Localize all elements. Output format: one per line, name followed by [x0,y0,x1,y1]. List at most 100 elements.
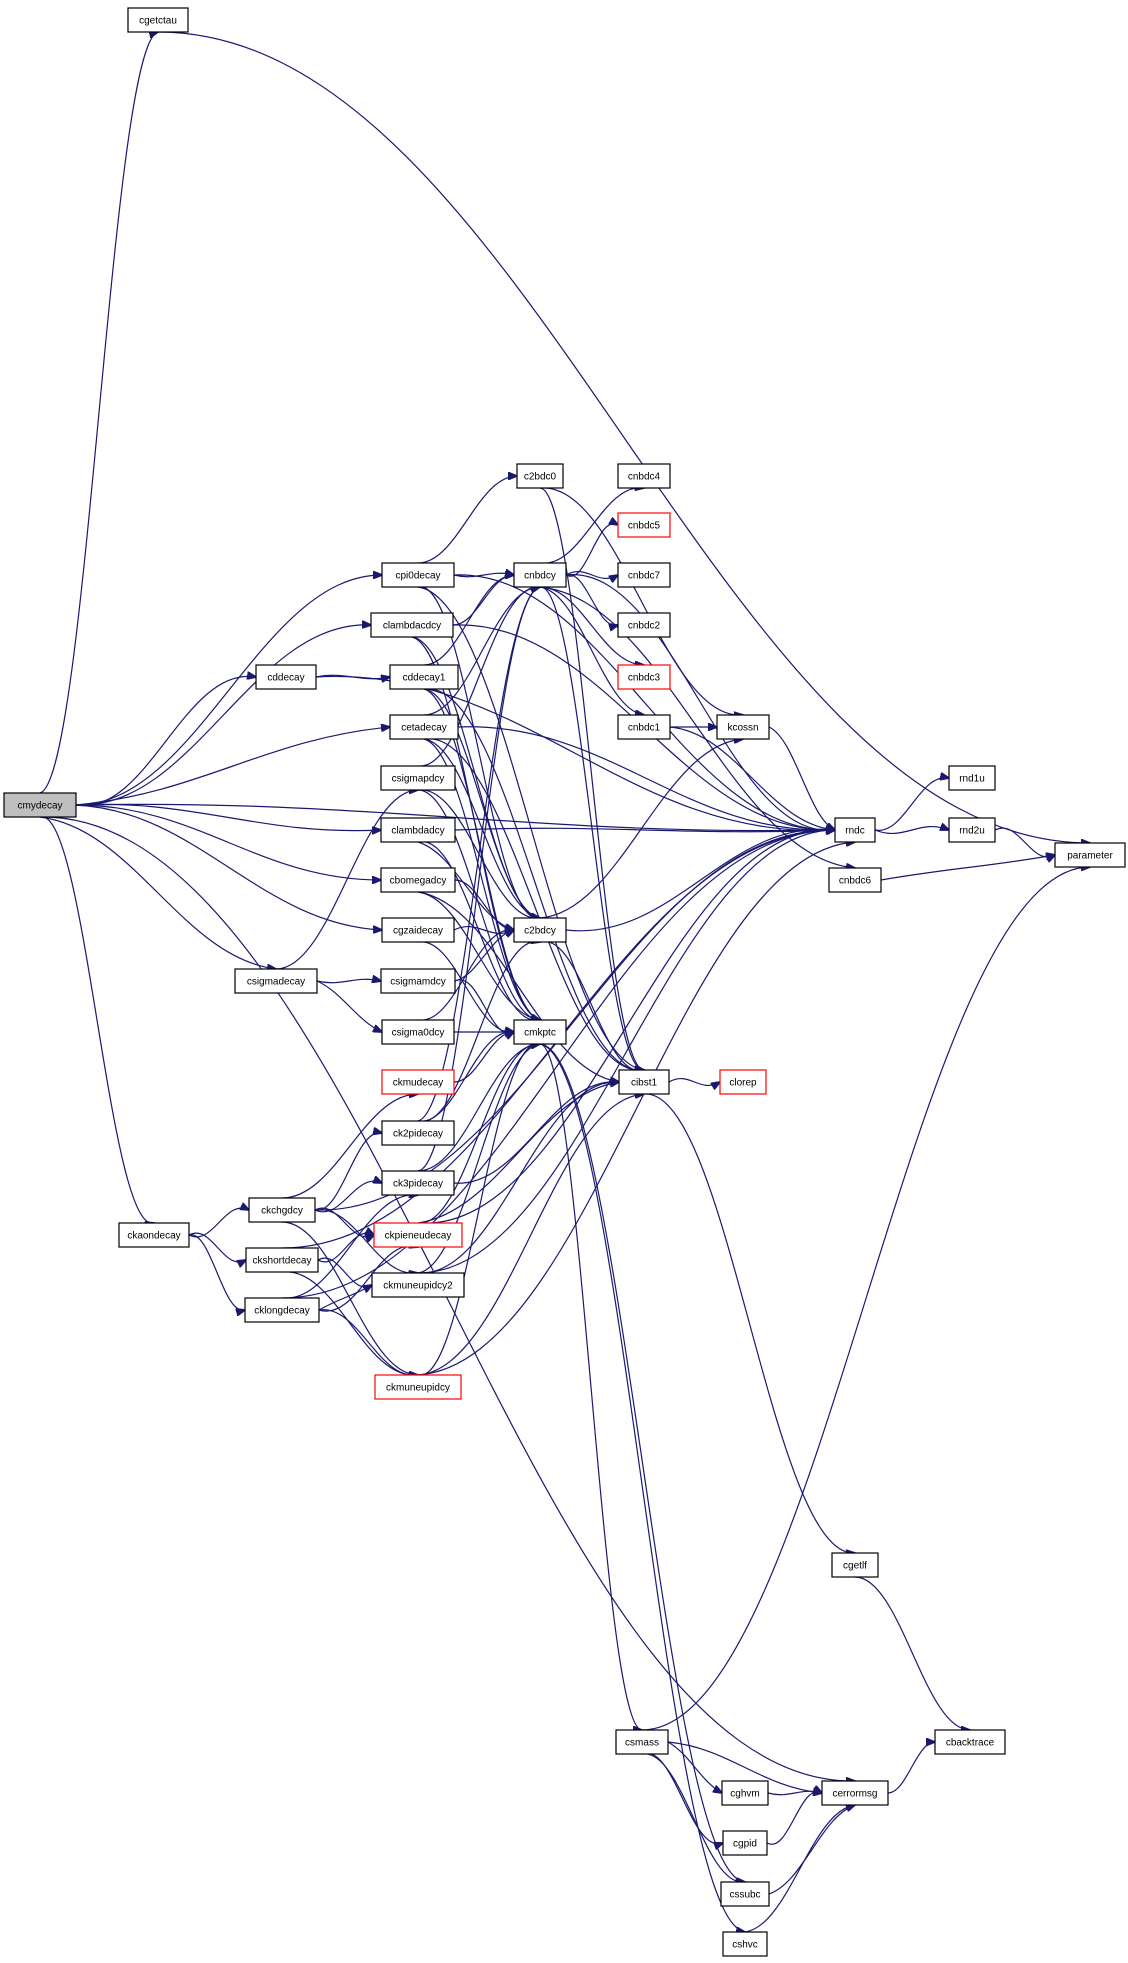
node-box-cmkptc[interactable] [513,1019,567,1045]
node-box-cnbdc3[interactable] [617,664,671,690]
node-box-cghvm[interactable] [721,1780,769,1806]
node-cibst1[interactable]: cibst1 [618,1069,670,1095]
node-ckmudecay[interactable]: ckmudecay [381,1069,455,1095]
node-box-md1u[interactable] [948,765,996,791]
node-box-cnbdc6[interactable] [828,867,882,893]
node-cnbdcy[interactable]: cnbdcy [513,562,567,588]
node-box-clambdadcy[interactable] [380,817,456,843]
node-cmydecay[interactable]: cmydecay [3,792,77,818]
node-ckmuneupidcy2[interactable]: ckmuneupidcy2 [371,1272,465,1298]
node-box-c2bdcy[interactable] [513,917,567,943]
node-cnbdc2[interactable]: cnbdc2 [617,612,671,638]
node-ckchgdcy[interactable]: ckchgdcy [248,1197,316,1223]
node-mdc[interactable]: rndc [834,817,876,843]
node-box-cddecay[interactable] [255,664,317,690]
node-c2bdcy[interactable]: c2bdcy [513,917,567,943]
node-box-cbomegadcy[interactable] [380,867,456,893]
node-box-c2bdc0[interactable] [516,463,564,489]
node-box-cddecay1[interactable] [389,664,459,690]
node-box-parameter[interactable] [1054,842,1126,868]
node-cgetctau[interactable]: cgetctau [127,7,189,33]
node-box-cnbdcy[interactable] [513,562,567,588]
node-box-ckmuneupidcy2[interactable] [371,1272,465,1298]
node-ckshortdecay[interactable]: ckshortdecay [245,1247,319,1273]
node-box-md2u[interactable] [948,817,996,843]
node-cgpid[interactable]: cgpid [722,1830,768,1856]
node-clambdadcy[interactable]: clambdadcy [380,817,456,843]
node-cklongdecay[interactable]: cklongdecay [244,1297,320,1323]
node-box-cnbdc4[interactable] [617,463,671,489]
node-cbomegadcy[interactable]: cbomegadcy [380,867,456,893]
node-cmkptc[interactable]: cmkptc [513,1019,567,1045]
node-box-cnbdc5[interactable] [617,512,671,538]
node-kcossn[interactable]: kcossn [716,714,770,740]
node-box-cshvc[interactable] [722,1931,768,1957]
node-cgzaidecay[interactable]: cgzaidecay [381,917,455,943]
node-c2bdc0[interactable]: c2bdc0 [516,463,564,489]
node-csigma0dcy[interactable]: csigma0dcy [381,1019,455,1045]
node-ckmuneupidcy[interactable]: ckmuneupidcy [374,1374,462,1400]
node-cshvc[interactable]: cshvc [722,1931,768,1957]
node-cbacktrace[interactable]: cbacktrace [934,1729,1006,1755]
node-box-cpi0decay[interactable] [381,562,455,588]
node-box-csigmadecay[interactable] [234,968,318,994]
node-cpi0decay[interactable]: cpi0decay [381,562,455,588]
node-box-ck2pidecay[interactable] [381,1120,455,1146]
node-cnbdc6[interactable]: cnbdc6 [828,867,882,893]
node-box-cgetlf[interactable] [831,1552,879,1578]
node-csigmapdcy[interactable]: csigmapdcy [380,765,456,791]
node-cssubc[interactable]: cssubc [720,1881,770,1907]
node-box-cklongdecay[interactable] [244,1297,320,1323]
node-cnbdc1[interactable]: cnbdc1 [617,714,671,740]
node-box-ckmudecay[interactable] [381,1069,455,1095]
node-csigmamdcy[interactable]: csigmamdcy [380,968,456,994]
node-box-cmydecay[interactable] [3,792,77,818]
node-box-cgetctau[interactable] [127,7,189,33]
node-box-csigma0dcy[interactable] [381,1019,455,1045]
node-box-csmass[interactable] [615,1729,669,1755]
node-cnbdc7[interactable]: cnbdc7 [617,562,671,588]
node-box-cibst1[interactable] [618,1069,670,1095]
node-box-csigmamdcy[interactable] [380,968,456,994]
node-cgetlf[interactable]: cgetlf [831,1552,879,1578]
node-box-cgzaidecay[interactable] [381,917,455,943]
node-box-csigmapdcy[interactable] [380,765,456,791]
node-box-cgpid[interactable] [722,1830,768,1856]
node-cddecay[interactable]: cddecay [255,664,317,690]
node-cghvm[interactable]: cghvm [721,1780,769,1806]
node-clorep[interactable]: clorep [719,1069,767,1095]
node-box-cssubc[interactable] [720,1881,770,1907]
node-box-clambdacdcy[interactable] [370,612,454,638]
node-parameter[interactable]: parameter [1054,842,1126,868]
node-cerrormsg[interactable]: cerrormsg [821,1780,889,1806]
node-box-ckmuneupidcy[interactable] [374,1374,462,1400]
node-box-cnbdc7[interactable] [617,562,671,588]
node-box-cerrormsg[interactable] [821,1780,889,1806]
node-md2u[interactable]: rnd2u [948,817,996,843]
node-csigmadecay[interactable]: csigmadecay [234,968,318,994]
node-box-ckpieneudecay[interactable] [373,1222,463,1248]
node-cnbdc4[interactable]: cnbdc4 [617,463,671,489]
node-md1u[interactable]: rnd1u [948,765,996,791]
node-cnbdc3[interactable]: cnbdc3 [617,664,671,690]
node-ckpieneudecay[interactable]: ckpieneudecay [373,1222,463,1248]
node-box-ckchgdcy[interactable] [248,1197,316,1223]
node-clambdacdcy[interactable]: clambdacdcy [370,612,454,638]
node-box-cnbdc1[interactable] [617,714,671,740]
node-cddecay1[interactable]: cddecay1 [389,664,459,690]
node-cnbdc5[interactable]: cnbdc5 [617,512,671,538]
node-box-ck3pidecay[interactable] [381,1170,455,1196]
node-ck3pidecay[interactable]: ck3pidecay [381,1170,455,1196]
node-box-cetadecay[interactable] [389,714,459,740]
node-box-mdc[interactable] [834,817,876,843]
node-box-clorep[interactable] [719,1069,767,1095]
node-cetadecay[interactable]: cetadecay [389,714,459,740]
node-box-cnbdc2[interactable] [617,612,671,638]
node-csmass[interactable]: csmass [615,1729,669,1755]
node-ckaondecay[interactable]: ckaondecay [118,1222,190,1248]
node-box-cbacktrace[interactable] [934,1729,1006,1755]
node-box-ckshortdecay[interactable] [245,1247,319,1273]
node-box-ckaondecay[interactable] [118,1222,190,1248]
node-ck2pidecay[interactable]: ck2pidecay [381,1120,455,1146]
node-box-kcossn[interactable] [716,714,770,740]
